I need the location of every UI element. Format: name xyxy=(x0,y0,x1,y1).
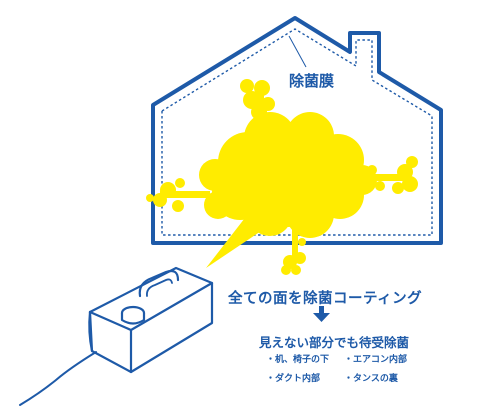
spray-cloud-icon xyxy=(146,79,418,275)
bullet-item: ・ダクト内部 xyxy=(266,374,321,384)
down-arrow-icon xyxy=(313,306,330,322)
membrane-label: 除菌膜 xyxy=(289,72,335,90)
bullet-item: ・タンスの裏 xyxy=(344,374,398,384)
subline-text: 見えない部分でも待受除菌 xyxy=(259,335,410,350)
fogger-device-icon xyxy=(19,266,214,406)
bullet-item: ・机、椅子の下 xyxy=(266,355,330,365)
headline-text: 全ての面を除菌コーティング xyxy=(228,291,423,307)
bullet-list: ・机、椅子の下 ・エアコン内部 ・ダクト内部 ・タンスの裏 xyxy=(266,352,426,384)
bullet-item: ・エアコン内部 xyxy=(344,355,408,365)
